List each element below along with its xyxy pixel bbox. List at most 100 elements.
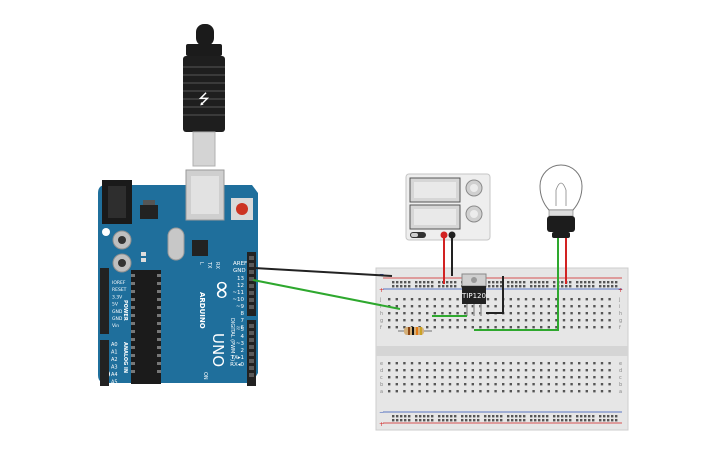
breadboard-hole[interactable]	[388, 312, 391, 315]
breadboard-hole[interactable]	[519, 285, 522, 288]
breadboard-hole[interactable]	[578, 326, 581, 329]
breadboard-hole[interactable]	[576, 419, 579, 422]
breadboard-hole[interactable]	[532, 369, 535, 372]
breadboard-hole[interactable]	[509, 319, 512, 322]
breadboard-hole[interactable]	[562, 369, 566, 372]
breadboard-hole[interactable]	[584, 415, 587, 418]
breadboard-hole[interactable]	[448, 298, 452, 301]
breadboard-hole[interactable]	[502, 390, 505, 393]
breadboard-hole[interactable]	[547, 305, 550, 308]
breadboard-hole[interactable]	[540, 305, 543, 308]
breadboard-hole[interactable]	[524, 376, 528, 379]
breadboard-hole[interactable]	[547, 390, 550, 393]
breadboard-hole[interactable]	[593, 376, 596, 379]
breadboard-hole[interactable]	[534, 419, 537, 422]
breadboard-hole[interactable]	[410, 305, 414, 308]
breadboard-hole[interactable]	[600, 305, 604, 308]
breadboard-hole[interactable]	[448, 383, 452, 386]
breadboard-hole[interactable]	[524, 362, 528, 365]
breadboard-hole[interactable]	[565, 285, 568, 288]
breadboard-hole[interactable]	[524, 298, 528, 301]
breadboard-hole[interactable]	[608, 390, 611, 393]
breadboard-hole[interactable]	[404, 281, 407, 284]
breadboard-hole[interactable]	[588, 419, 591, 422]
breadboard-hole[interactable]	[403, 362, 406, 365]
breadboard-hole[interactable]	[502, 369, 505, 372]
breadboard-hole[interactable]	[608, 362, 611, 365]
breadboard-hole[interactable]	[418, 390, 421, 393]
breadboard-hole[interactable]	[532, 362, 535, 365]
breadboard-hole[interactable]	[553, 281, 556, 284]
breadboard-hole[interactable]	[486, 369, 490, 372]
breadboard-hole[interactable]	[441, 362, 444, 365]
breadboard-hole[interactable]	[427, 285, 430, 288]
breadboard-hole[interactable]	[524, 326, 528, 329]
current-knob-icon[interactable]	[465, 205, 483, 223]
breadboard-hole[interactable]	[530, 419, 533, 422]
breadboard-hole[interactable]	[461, 415, 464, 418]
breadboard-hole[interactable]	[433, 319, 436, 322]
breadboard-hole[interactable]	[517, 376, 520, 379]
breadboard-hole[interactable]	[569, 285, 572, 288]
breadboard-hole[interactable]	[555, 326, 558, 329]
arduino-uno-board[interactable]: ∞ ARDUINO UNO ON L TX RX DIGITAL (PWM ~)…	[98, 169, 258, 392]
breadboard-hole[interactable]	[578, 369, 581, 372]
breadboard-hole[interactable]	[561, 419, 564, 422]
breadboard-hole[interactable]	[578, 312, 581, 315]
breadboard-hole[interactable]	[403, 369, 406, 372]
breadboard-hole[interactable]	[593, 383, 596, 386]
breadboard-hole[interactable]	[450, 285, 453, 288]
breadboard-hole[interactable]	[471, 319, 474, 322]
breadboard-hole[interactable]	[454, 415, 457, 418]
breadboard-hole[interactable]	[418, 383, 421, 386]
breadboard-hole[interactable]	[507, 281, 510, 284]
breadboard-hole[interactable]	[408, 281, 411, 284]
breadboard-hole[interactable]	[442, 419, 445, 422]
breadboard-hole[interactable]	[540, 376, 543, 379]
breadboard-hole[interactable]	[509, 298, 512, 301]
breadboard-hole[interactable]	[540, 312, 543, 315]
breadboard-hole[interactable]	[540, 390, 543, 393]
breadboard-hole[interactable]	[517, 326, 520, 329]
breadboard-hole[interactable]	[570, 383, 573, 386]
breadboard-hole[interactable]	[515, 281, 518, 284]
breadboard-hole[interactable]	[611, 419, 614, 422]
breadboard-hole[interactable]	[615, 419, 618, 422]
breadboard-hole[interactable]	[500, 281, 503, 284]
breadboard-hole[interactable]	[418, 362, 421, 365]
breadboard-hole[interactable]	[515, 415, 518, 418]
breadboard-hole[interactable]	[418, 305, 421, 308]
breadboard-hole[interactable]	[585, 376, 588, 379]
breadboard-hole[interactable]	[426, 383, 429, 386]
breadboard-hole[interactable]	[456, 369, 459, 372]
breadboard-hole[interactable]	[599, 281, 602, 284]
breadboard-hole[interactable]	[438, 419, 441, 422]
breadboard-hole[interactable]	[494, 326, 497, 329]
breadboard-hole[interactable]	[410, 312, 414, 315]
breadboard-hole[interactable]	[532, 326, 535, 329]
breadboard-hole[interactable]	[515, 419, 518, 422]
breadboard-hole[interactable]	[410, 369, 414, 372]
breadboard-hole[interactable]	[607, 419, 610, 422]
breadboard-hole[interactable]	[608, 369, 611, 372]
breadboard-hole[interactable]	[599, 285, 602, 288]
breadboard-hole[interactable]	[450, 415, 453, 418]
breadboard-hole[interactable]	[593, 362, 596, 365]
breadboard-hole[interactable]	[593, 326, 596, 329]
breadboard-hole[interactable]	[404, 415, 407, 418]
breadboard-hole[interactable]	[395, 390, 398, 393]
breadboard-hole[interactable]	[418, 369, 421, 372]
breadboard-hole[interactable]	[511, 285, 514, 288]
breadboard-hole[interactable]	[471, 390, 474, 393]
breadboard-hole[interactable]	[469, 419, 472, 422]
breadboard-hole[interactable]	[433, 369, 436, 372]
breadboard-hole[interactable]	[502, 319, 505, 322]
breadboard-hole[interactable]	[471, 312, 474, 315]
breadboard-hole[interactable]	[464, 369, 467, 372]
breadboard-hole[interactable]	[532, 305, 535, 308]
breadboard-hole[interactable]	[519, 281, 522, 284]
breadboard-hole[interactable]	[494, 376, 497, 379]
breadboard-hole[interactable]	[418, 376, 421, 379]
breadboard-hole[interactable]	[607, 415, 610, 418]
breadboard-hole[interactable]	[456, 298, 459, 301]
